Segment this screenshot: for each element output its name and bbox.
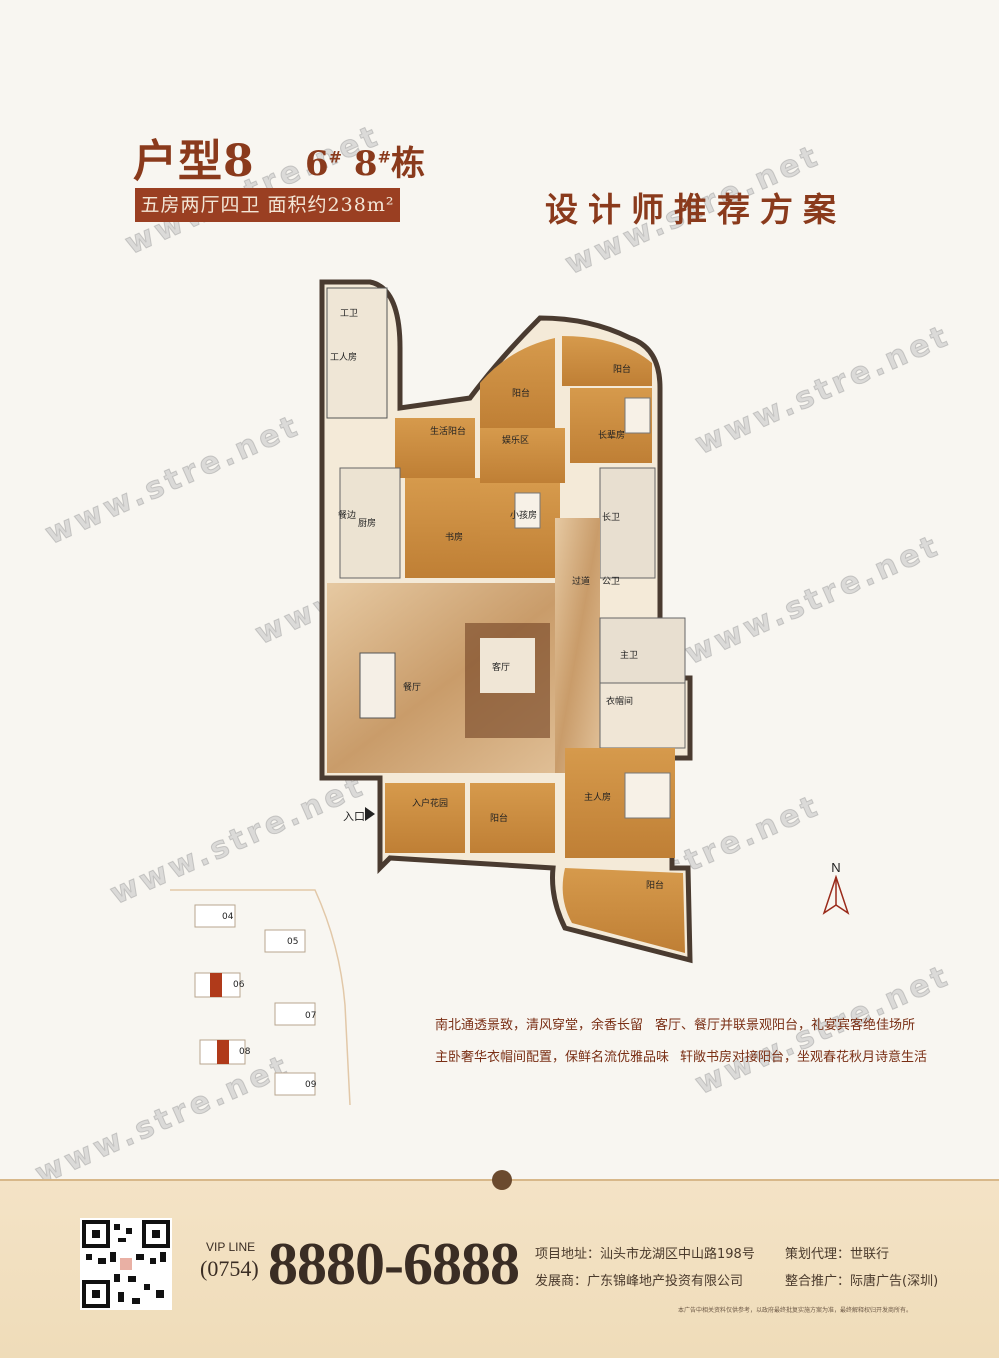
building-06-label: 06 — [233, 980, 245, 990]
phone-area-code: (0754) — [200, 1256, 259, 1281]
floor-plan: 工卫 工人房 生活阳台 阳台 阳台 娱乐区 长辈房 厨房 餐边 书房 小孩房 长… — [300, 278, 700, 968]
room-label-child-room: 小孩房 — [510, 511, 538, 521]
qr-code-icon[interactable] — [80, 1218, 172, 1310]
building-b-mark: # — [377, 147, 391, 167]
watermark: www.stre.net — [40, 407, 307, 552]
room-label-pantry: 餐边 — [338, 511, 357, 521]
site-map-drawing — [170, 889, 351, 1106]
building-suffix: 栋 — [391, 144, 425, 184]
room-label-living: 客厅 — [492, 663, 511, 673]
watermark: www.stre.net — [690, 317, 957, 462]
marketing-agent: 策划代理：世联行 — [785, 1247, 890, 1262]
room-label-elder-bath: 长卫 — [602, 513, 621, 523]
feature-4: 轩敞书房对接阳台，坐观春花秋月诗意生活 — [680, 1050, 928, 1065]
room-label-worker-bath: 工卫 — [340, 309, 359, 319]
compass-arrow-icon — [822, 874, 850, 915]
site-location-map: 04 05 06 07 08 09 — [165, 885, 360, 1120]
building-a-mark: # — [328, 147, 343, 167]
floor-plan-drawing — [319, 279, 693, 964]
room-label-balcony-top: 阳台 — [512, 389, 531, 399]
qr-code-pattern — [82, 1220, 170, 1308]
feature-2: 客厅、餐厅并联景观阳台，礼宴宾客绝佳场所 — [655, 1018, 916, 1033]
room-label-balcony-front: 阳台 — [490, 814, 509, 824]
room-label-walk-in-closet: 衣帽间 — [606, 697, 634, 707]
building-07-label: 07 — [305, 1011, 317, 1021]
room-label-balcony-master: 阳台 — [646, 881, 665, 891]
room-label-public-bath: 公卫 — [602, 577, 621, 587]
brand-logo-icon — [492, 1170, 512, 1190]
vip-phone-number[interactable]: 8880-6888 — [268, 1231, 520, 1297]
vip-line-label: VIP LINE — [206, 1240, 256, 1254]
integrated-promotion: 整合推广：际唐广告(深圳) — [785, 1274, 939, 1289]
room-label-elder-room: 长辈房 — [598, 431, 626, 441]
compass-letter: N — [831, 860, 841, 875]
room-label-kitchen: 厨房 — [358, 519, 377, 529]
room-label-master-bath: 主卫 — [620, 651, 639, 661]
watermark: www.stre.net — [680, 527, 947, 672]
building-04-label: 04 — [222, 912, 234, 922]
north-compass-icon: N — [818, 860, 854, 920]
building-a: 6 — [305, 144, 329, 184]
legal-disclaimer: 本广告中相关资料仅供参考，以政府最终批复实施方案为准，最终解释权归开发商所有。 — [678, 1307, 913, 1314]
room-label-study: 书房 — [445, 533, 464, 543]
building-05-label: 05 — [287, 937, 299, 947]
feature-3: 主卧奢华衣帽间配置，保鲜名流优雅品味 — [435, 1050, 670, 1065]
unit-type-title: 户型8 — [133, 136, 255, 187]
room-label-service-balcony: 生活阳台 — [430, 427, 467, 437]
unit-spec-badge: 五房两厅四卫 面积约238m² — [135, 188, 400, 222]
room-label-corridor: 过道 — [572, 577, 591, 587]
room-label-master-bedroom: 主人房 — [584, 793, 612, 803]
project-address: 项目地址：汕头市龙湖区中山路198号 — [535, 1247, 755, 1262]
room-label-entry-garden: 入户花园 — [412, 799, 449, 809]
building-numbers: 6# 8#栋 — [305, 136, 425, 185]
designer-plan-heading: 设计师推荐方案 — [545, 190, 846, 229]
room-label-worker-room: 工人房 — [330, 353, 358, 363]
developer: 发展商：广东锦峰地产投资有限公司 — [535, 1274, 744, 1289]
building-09-label: 09 — [305, 1080, 317, 1090]
entrance-arrow-icon — [365, 807, 375, 821]
building-08-label: 08 — [239, 1047, 251, 1057]
room-label-dining: 餐厅 — [403, 683, 422, 693]
building-b: 8 — [353, 144, 378, 184]
room-label-entertainment: 娱乐区 — [502, 436, 530, 446]
entrance-label: 入口 — [343, 810, 365, 823]
feature-1: 南北通透景致，清风穿堂，余香长留 — [435, 1018, 644, 1033]
room-label-balcony-top-right: 阳台 — [613, 365, 632, 375]
